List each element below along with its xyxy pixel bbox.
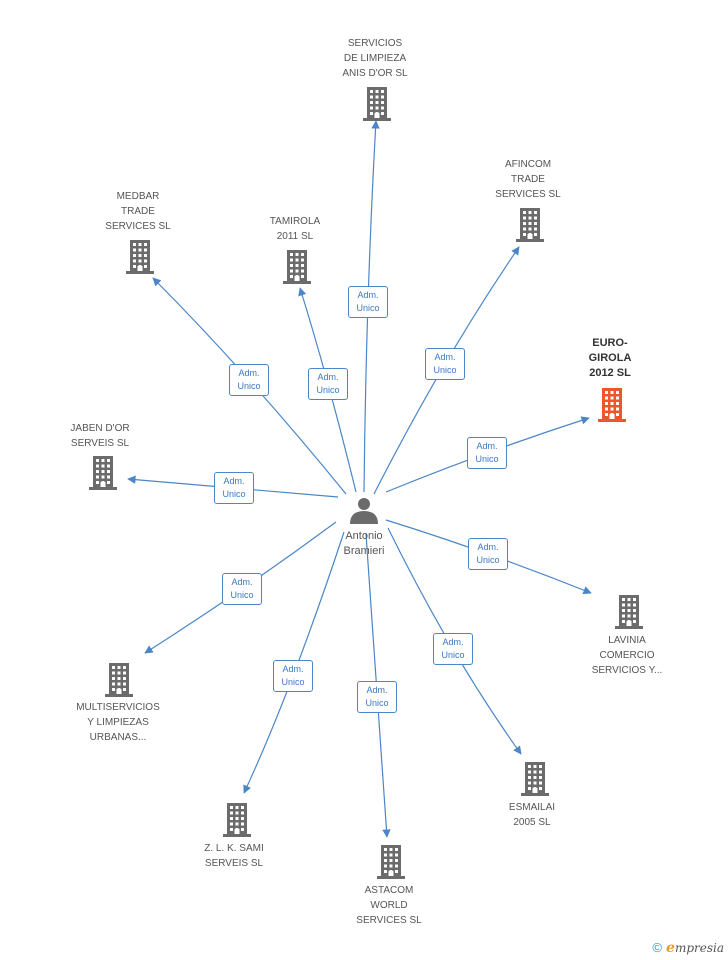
building-icon[interactable] [223, 803, 251, 837]
brand-logo-initial: e [666, 940, 675, 956]
company-label-multiservicios[interactable]: MULTISERVICIOS Y LIMPIEZAS URBANAS... [76, 702, 160, 743]
edge-role-line1: Adm. [434, 352, 456, 362]
edge-role-line1: Adm. [442, 637, 464, 647]
edge-role-label[interactable]: Adm. Unico [222, 573, 262, 605]
edge-role-line2: Unico [316, 385, 340, 395]
copyright-symbol: © [652, 940, 663, 955]
edge-role-label[interactable]: Adm. Unico [468, 538, 508, 570]
person-last-name: Bramieri [343, 545, 385, 557]
edge-role-label[interactable]: Adm. Unico [214, 472, 254, 504]
edge-role-line2: Unico [237, 381, 261, 391]
company-label-jaben[interactable]: JABEN D'OR SERVEIS SL [70, 423, 130, 449]
building-icon[interactable] [377, 845, 405, 879]
person-name[interactable]: Antonio Bramieri [324, 529, 404, 559]
person-icon[interactable] [350, 498, 378, 524]
company-label-euro-girola[interactable]: EURO- GIROLA 2012 SL [588, 337, 632, 379]
edge-role-line2: Unico [475, 454, 499, 464]
edge-role-line2: Unico [356, 303, 380, 313]
company-label-medbar[interactable]: MEDBAR TRADE SERVICES SL [105, 191, 171, 232]
edge-role-line1: Adm. [317, 372, 339, 382]
building-icon[interactable] [363, 87, 391, 121]
brand-logo-text: mpresia [674, 941, 724, 955]
company-label-astacom[interactable]: ASTACOM WORLD SERVICES SL [356, 885, 422, 926]
edge-role-line1: Adm. [238, 368, 260, 378]
edge-role-line2: Unico [230, 590, 254, 600]
edge-role-line1: Adm. [223, 476, 245, 486]
edge-role-line1: Adm. [366, 685, 388, 695]
building-icon[interactable] [615, 595, 643, 629]
building-icon[interactable] [598, 388, 626, 422]
person-first-name: Antonio [345, 530, 383, 542]
building-icon[interactable] [126, 240, 154, 274]
edge-role-line2: Unico [365, 698, 389, 708]
edge-role-line1: Adm. [476, 441, 498, 451]
edge-role-line2: Unico [476, 555, 500, 565]
edge-role-line1: Adm. [357, 290, 379, 300]
company-label-afincom[interactable]: AFINCOM TRADE SERVICES SL [495, 159, 561, 200]
edge-role-line2: Unico [433, 365, 457, 375]
building-icon[interactable] [521, 762, 549, 796]
edge-role-line1: Adm. [231, 577, 253, 587]
edge-role-line2: Unico [222, 489, 246, 499]
company-label-esmailai[interactable]: ESMAILAI 2005 SL [508, 802, 556, 828]
buildings-layer [89, 87, 643, 879]
edge-role-label[interactable]: Adm. Unico [425, 348, 465, 380]
company-label-lavinia[interactable]: LAVINIA COMERCIO SERVICIOS Y... [591, 635, 663, 676]
edge-role-label[interactable]: Adm. Unico [273, 660, 313, 692]
building-icon[interactable] [516, 208, 544, 242]
edge-role-label[interactable]: Adm. Unico [357, 681, 397, 713]
company-label-zlk-sami[interactable]: Z. L. K. SAMI SERVEIS SL [204, 843, 264, 869]
edge-role-label[interactable]: Adm. Unico [229, 364, 269, 396]
edge-role-line1: Adm. [477, 542, 499, 552]
building-icon[interactable] [283, 250, 311, 284]
edge-role-label[interactable]: Adm. Unico [433, 633, 473, 665]
edge-role-line1: Adm. [282, 664, 304, 674]
edge-role-label[interactable]: Adm. Unico [348, 286, 388, 318]
edge-role-line2: Unico [441, 650, 465, 660]
building-icon[interactable] [105, 663, 133, 697]
edge-role-label[interactable]: Adm. Unico [308, 368, 348, 400]
edge-role-line2: Unico [281, 677, 305, 687]
company-label-tamirola[interactable]: TAMIROLA 2011 SL [269, 216, 321, 242]
building-icon[interactable] [89, 456, 117, 490]
company-label-servicios-limpieza[interactable]: SERVICIOS DE LIMPIEZA ANIS D'OR SL [342, 38, 408, 79]
edge-role-label[interactable]: Adm. Unico [467, 437, 507, 469]
footer-credit[interactable]: ©empresia [652, 940, 724, 956]
